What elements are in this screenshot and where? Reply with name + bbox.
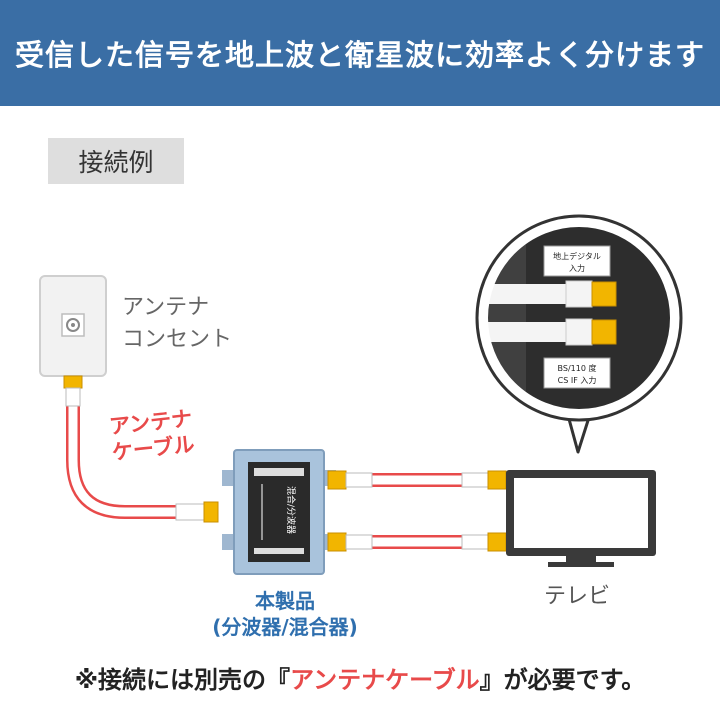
terrestrial-input-label-1: 地上デジタル bbox=[553, 251, 601, 261]
cable-label: アンテナ ケーブル bbox=[108, 405, 196, 465]
product-label-line2: (分波器/混合器) bbox=[212, 615, 358, 639]
product-label: 本製品 (分波器/混合器) bbox=[200, 588, 370, 640]
terrestrial-input-label-2: 入力 bbox=[569, 263, 585, 273]
satellite-input-label-2: CS IF 入力 bbox=[558, 375, 597, 385]
footnote-highlight: アンテナケーブル bbox=[290, 666, 480, 694]
tv-label: テレビ bbox=[544, 584, 611, 609]
footnote-prefix: ※接続には別売の『 bbox=[74, 666, 291, 694]
outlet-label: アンテナ コンセント bbox=[122, 292, 232, 356]
satellite-input-label-1: BS/110 度 bbox=[558, 363, 597, 373]
antenna-outlet bbox=[39, 275, 107, 377]
outlet-label-line1: アンテナ bbox=[122, 295, 210, 320]
banner-title: 受信した信号を地上波と衛星波に効率よく分けます bbox=[14, 38, 705, 72]
outlet-label-line2: コンセント bbox=[122, 327, 233, 352]
splitter-face-text: 混合/分波器 bbox=[285, 486, 297, 534]
tv-port-callout: 地上デジタル 入力 BS/110 度 CS IF 入力 bbox=[475, 214, 683, 454]
splitter-device: 混合/分波器 bbox=[222, 449, 336, 575]
lower-cable bbox=[327, 532, 507, 552]
header-banner: 受信した信号を地上波と衛星波に効率よく分けます bbox=[0, 0, 720, 106]
upper-cable bbox=[327, 470, 507, 490]
product-label-line1: 本製品 bbox=[255, 589, 315, 613]
section-label: 接続例 bbox=[48, 138, 184, 184]
footnote-suffix: 』が必要です。 bbox=[479, 666, 646, 694]
footnote: ※接続には別売の『アンテナケーブル』が必要です。 bbox=[0, 660, 720, 695]
antenna-cable bbox=[63, 375, 219, 523]
tv-icon bbox=[506, 470, 656, 567]
